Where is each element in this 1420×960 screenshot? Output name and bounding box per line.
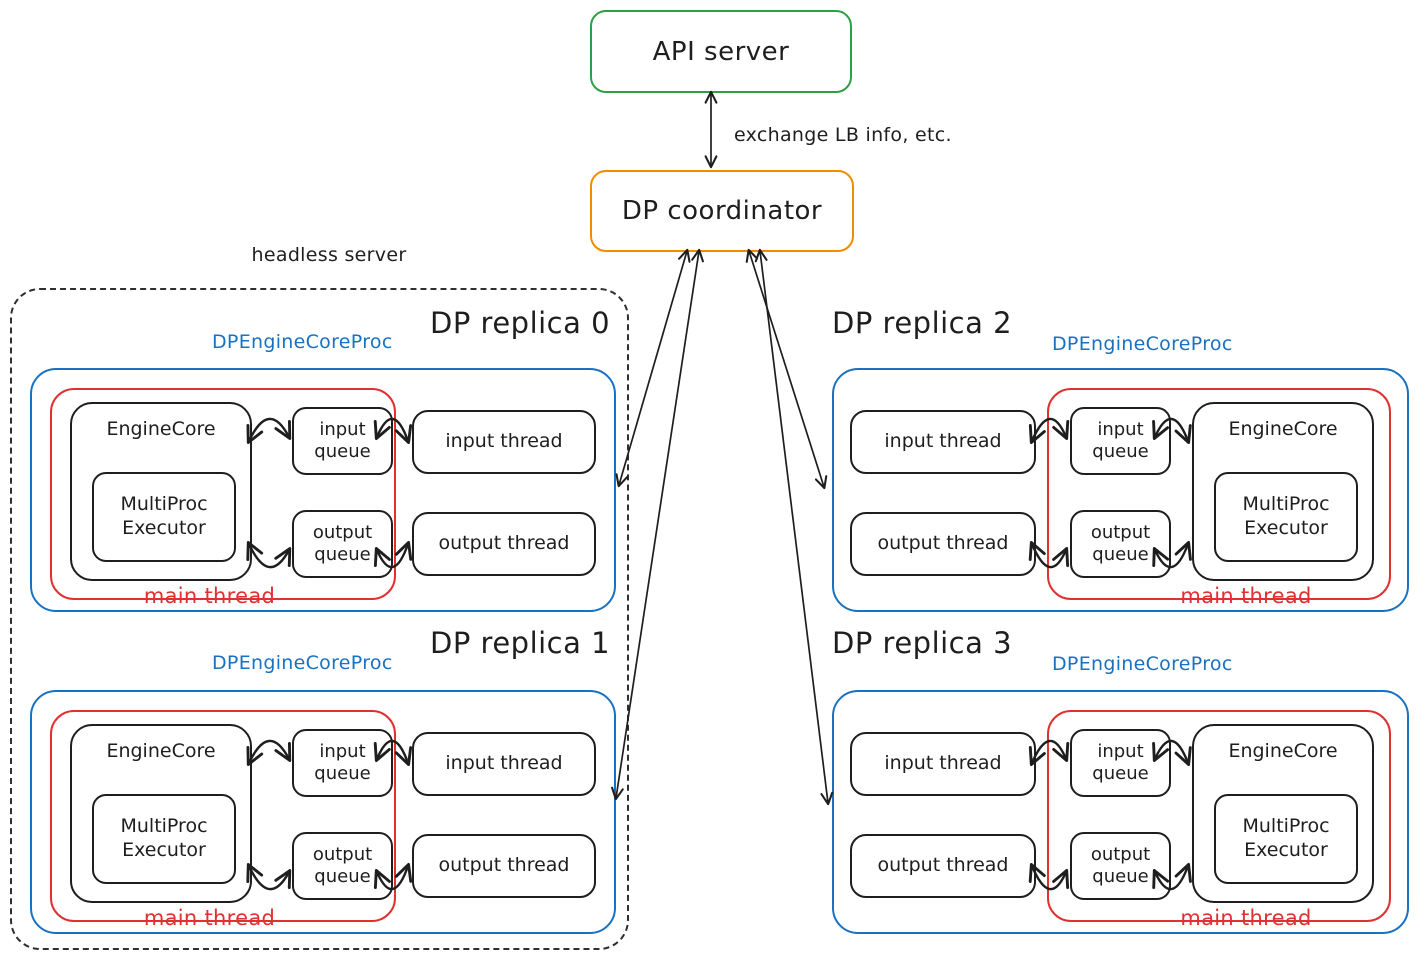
api-server-box: API server (590, 10, 852, 93)
replica-2-input-queue-label: input queue (1092, 418, 1149, 463)
replica-2-multiproc-executor-box: MultiProc Executor (1214, 472, 1358, 562)
replica-1-output-thread-label: output thread (438, 854, 570, 877)
arrow-coordinator-replica-3 (754, 248, 834, 806)
replica-2-input-queue-box: input queue (1070, 407, 1171, 475)
replica-0-engine-core-label: EngineCore (106, 418, 216, 440)
dp-replica-2-proc-box: input thread output thread input queue o… (832, 368, 1409, 612)
replica-2-engine-core-box: EngineCore MultiProc Executor (1192, 402, 1374, 581)
replica-3-multiproc-executor-box: MultiProc Executor (1214, 794, 1358, 884)
replica-0-input-queue-box: input queue (292, 407, 393, 475)
replica-0-output-queue-box: output queue (292, 510, 393, 578)
replica-0-multiproc-executor-label: MultiProc Executor (120, 493, 208, 539)
replica-1-output-queue-label: output queue (312, 843, 373, 888)
dp-coordinator-label: DP coordinator (621, 196, 823, 226)
replica-3-output-queue-box: output queue (1070, 832, 1171, 900)
exchange-lb-label: exchange LB info, etc. (734, 124, 952, 146)
replica-3-input-thread-box: input thread (850, 732, 1036, 796)
replica-1-main-thread-label: main thread (143, 906, 276, 930)
replica-2-main-thread-box (1047, 388, 1391, 600)
replica-3-input-thread-label: input thread (884, 752, 1002, 775)
replica-3-main-thread-label: main thread (1180, 906, 1312, 930)
replica-3-input-queue-box: input queue (1070, 729, 1171, 797)
dp-coordinator-box: DP coordinator (590, 170, 854, 252)
replica-1-proc-label: DPEngineCoreProc (212, 652, 393, 674)
replica-2-input-thread-box: input thread (850, 410, 1036, 474)
replica-0-input-thread-box: input thread (412, 410, 596, 474)
replica-2-title: DP replica 2 (832, 306, 1013, 340)
replica-3-input-queue-label: input queue (1092, 740, 1149, 785)
replica-1-input-thread-label: input thread (445, 752, 563, 775)
replica-1-multiproc-executor-label: MultiProc Executor (120, 815, 208, 861)
replica-1-input-thread-box: input thread (412, 732, 596, 796)
headless-server-label: headless server (251, 244, 407, 266)
replica-3-output-queue-label: output queue (1090, 843, 1151, 888)
replica-1-title: DP replica 1 (430, 626, 611, 660)
replica-0-output-thread-label: output thread (438, 532, 570, 555)
replica-3-title: DP replica 3 (832, 626, 1013, 660)
replica-0-input-queue-label: input queue (314, 418, 371, 463)
replica-2-output-queue-label: output queue (1090, 521, 1151, 566)
arrow-coordinator-replica-0 (615, 248, 691, 488)
replica-0-proc-label: DPEngineCoreProc (212, 331, 393, 353)
replica-1-input-queue-label: input queue (314, 740, 371, 785)
replica-0-input-thread-label: input thread (445, 430, 563, 453)
dp-replica-0-proc-box: EngineCore MultiProc Executor input queu… (30, 368, 616, 612)
replica-1-main-thread-box (50, 710, 396, 922)
replica-0-main-thread-box (50, 388, 396, 600)
replica-3-engine-core-box: EngineCore MultiProc Executor (1192, 724, 1374, 903)
replica-3-output-thread-label: output thread (877, 854, 1009, 877)
replica-0-multiproc-executor-box: MultiProc Executor (92, 472, 236, 562)
replica-2-output-thread-box: output thread (850, 512, 1036, 576)
replica-2-input-thread-label: input thread (884, 430, 1002, 453)
replica-3-output-thread-box: output thread (850, 834, 1036, 898)
replica-3-multiproc-executor-label: MultiProc Executor (1242, 815, 1330, 861)
replica-2-engine-core-label: EngineCore (1228, 418, 1338, 440)
replica-2-output-queue-box: output queue (1070, 510, 1171, 578)
replica-2-proc-label: DPEngineCoreProc (1052, 333, 1233, 355)
dp-replica-1-proc-box: EngineCore MultiProc Executor input queu… (30, 690, 616, 934)
replica-1-output-thread-box: output thread (412, 834, 596, 898)
replica-2-multiproc-executor-label: MultiProc Executor (1242, 493, 1330, 539)
replica-0-engine-core-box: EngineCore MultiProc Executor (70, 402, 252, 581)
arrow-coordinator-replica-2 (745, 248, 828, 490)
replica-1-multiproc-executor-box: MultiProc Executor (92, 794, 236, 884)
replica-3-main-thread-box (1047, 710, 1391, 922)
replica-0-main-thread-label: main thread (143, 584, 276, 608)
replica-1-output-queue-box: output queue (292, 832, 393, 900)
replica-2-main-thread-label: main thread (1180, 584, 1312, 608)
replica-0-title: DP replica 0 (430, 306, 611, 340)
replica-1-engine-core-box: EngineCore MultiProc Executor (70, 724, 252, 903)
replica-3-engine-core-label: EngineCore (1228, 740, 1338, 762)
api-server-label: API server (652, 36, 790, 67)
replica-1-engine-core-label: EngineCore (106, 740, 216, 762)
replica-1-input-queue-box: input queue (292, 729, 393, 797)
replica-3-proc-label: DPEngineCoreProc (1052, 653, 1233, 675)
replica-0-output-thread-box: output thread (412, 512, 596, 576)
replica-2-output-thread-label: output thread (877, 532, 1009, 555)
dp-replica-3-proc-box: input thread output thread input queue o… (832, 690, 1409, 934)
replica-0-output-queue-label: output queue (312, 521, 373, 566)
